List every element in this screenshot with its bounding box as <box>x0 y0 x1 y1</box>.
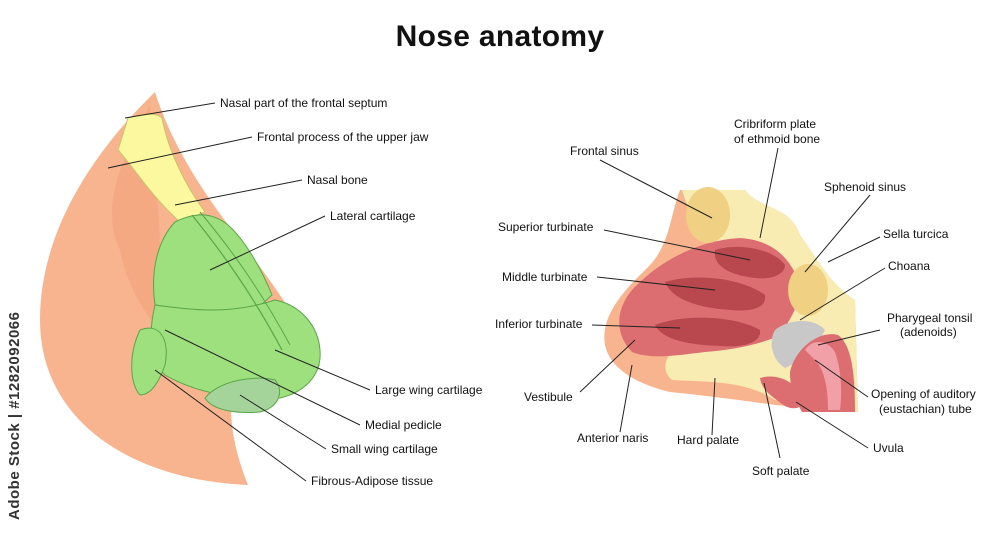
label-opening-2: (eustachian) tube <box>879 402 972 416</box>
label-lateral-cartilage: Lateral cartilage <box>330 209 416 223</box>
leader-anterior-naris <box>619 364 633 433</box>
label-frontal-process: Frontal process of the upper jaw <box>257 130 429 144</box>
label-cribriform-2: of ethmoid bone <box>734 132 820 146</box>
large-wing-cartilage-shape <box>150 299 321 399</box>
label-middle: Middle turbinate <box>502 270 588 284</box>
leader-opening <box>814 359 869 398</box>
sphenoid-sinus-shape <box>788 264 828 316</box>
leader-middle <box>596 276 716 291</box>
page-title: Nose anatomy <box>395 20 605 53</box>
cartilage-divider-2 <box>199 211 291 346</box>
label-nasal-septum: Nasal part of the frontal septum <box>220 96 387 110</box>
leader-frontal-sinus <box>599 159 713 219</box>
frontal-sinus-shape <box>686 187 730 243</box>
leader-sella <box>827 236 881 263</box>
nasal-bone-shape <box>117 113 206 223</box>
label-soft-palate: Soft palate <box>752 464 810 478</box>
external-nose <box>40 92 321 485</box>
lateral-cartilage-shape <box>153 214 273 316</box>
label-anterior-naris: Anterior naris <box>577 431 648 445</box>
label-uvula: Uvula <box>873 441 904 455</box>
label-fibrous: Fibrous-Adipose tissue <box>311 474 433 488</box>
nasal-cavity <box>604 187 858 412</box>
label-hard-palate: Hard palate <box>677 433 739 447</box>
leader-uvula <box>795 401 869 449</box>
leader-nasal-bone <box>174 179 303 206</box>
leader-sphenoid <box>804 194 871 273</box>
leader-hard-palate <box>711 377 716 436</box>
label-small-wing: Small wing cartilage <box>331 442 438 456</box>
label-medial-pedicle: Medial pedicle <box>365 418 442 432</box>
label-superior: Superior turbinate <box>498 220 594 234</box>
label-large-wing: Large wing cartilage <box>375 383 483 397</box>
middle-turbinate-shape <box>665 277 766 311</box>
leader-inferior <box>591 324 681 329</box>
label-pharyngeal-1: Pharygeal tonsil <box>887 311 972 325</box>
superior-turbinate-shape <box>714 246 785 279</box>
adenoid-shape <box>771 321 825 368</box>
leader-pharyngeal <box>817 329 881 346</box>
leader-lateral-cartilage <box>209 215 326 271</box>
leader-frontal-process <box>107 136 253 169</box>
inferior-turbinate-shape <box>655 317 761 347</box>
label-inferior: Inferior turbinate <box>495 317 583 331</box>
label-cribriform-1: Cribriform plate <box>734 117 816 131</box>
leader-medial-pedicle <box>164 329 361 426</box>
label-vestibule: Vestibule <box>524 390 573 404</box>
leader-superior <box>603 229 751 261</box>
label-pharyngeal-2: (adenoids) <box>900 325 957 339</box>
leader-cribriform <box>759 147 779 239</box>
eustachian-tube-shape <box>805 341 842 410</box>
leader-large-wing <box>274 349 371 391</box>
leader-small-wing <box>239 394 327 450</box>
medial-pedicle-shape <box>131 327 167 396</box>
label-opening-1: Opening of auditory <box>871 387 976 401</box>
stock-watermark: Adobe Stock | #1282092066 <box>6 311 23 520</box>
label-nasal-bone: Nasal bone <box>307 173 368 187</box>
leader-vestibule <box>579 339 636 393</box>
small-wing-cartilage-shape <box>204 377 280 413</box>
leader-soft-palate <box>763 382 781 459</box>
label-frontal-sinus: Frontal sinus <box>570 144 639 158</box>
leader-nasal-septum <box>124 102 216 119</box>
label-choana: Choana <box>888 259 930 273</box>
cartilage-divider <box>191 214 283 351</box>
label-sella: Sella turcica <box>883 227 949 241</box>
leader-choana <box>799 267 886 321</box>
leader-fibrous <box>154 369 307 482</box>
label-sphenoid: Sphenoid sinus <box>824 180 906 194</box>
soft-palate-shape <box>760 376 805 409</box>
